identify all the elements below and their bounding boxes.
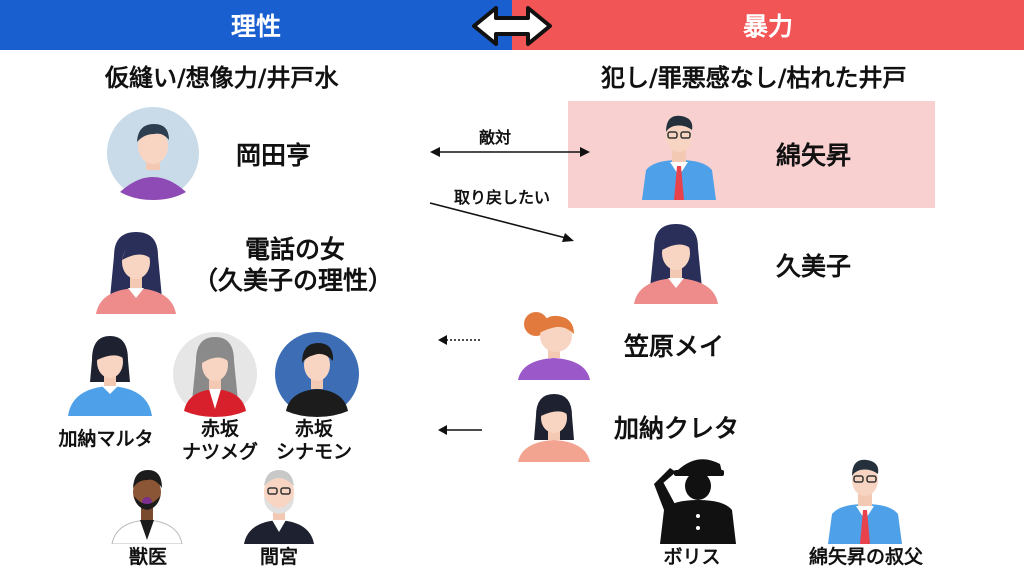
may-avatar: [516, 302, 592, 380]
want-back-arrow-icon: [428, 200, 578, 246]
header-right-bar: 暴力: [512, 0, 1024, 50]
hostile-label: 敵対: [479, 128, 512, 147]
mamiya-avatar: [240, 462, 318, 544]
mamiya-name: 間宮: [259, 546, 299, 568]
vet-name: 獣医: [128, 546, 168, 568]
natsumeg-name-line1: 赤坂: [200, 418, 240, 440]
okada-name: 岡田亨: [236, 141, 312, 170]
may-name: 笠原メイ: [624, 332, 725, 361]
boris-name: ボリス: [663, 546, 721, 568]
header-right-title: 暴力: [742, 12, 793, 41]
boris-avatar: [650, 450, 746, 544]
want-back-label: 取り戻したい: [454, 188, 551, 207]
right-subtitle: 犯し/罪悪感なし/枯れた井戸: [601, 64, 907, 92]
wataya-highlight: [568, 101, 935, 208]
okada-avatar: [106, 106, 200, 200]
kumiko-avatar: [630, 220, 722, 304]
cinnamon-avatar: [274, 331, 360, 417]
vet-avatar: [108, 464, 186, 544]
creta-arrow-icon: [436, 423, 484, 437]
cinnamon-name-line2: シナモン: [275, 441, 353, 463]
left-subtitle: 仮縫い/想像力/井戸水: [105, 64, 339, 92]
natsumeg-avatar: [172, 331, 258, 417]
header-left-title: 理性: [230, 12, 281, 41]
marta-avatar: [66, 330, 154, 416]
creta-name: 加納クレタ: [614, 414, 740, 443]
cinnamon-name-line1: 赤坂: [294, 418, 334, 440]
kumiko-name: 久美子: [776, 252, 852, 281]
hostile-arrow-icon: [428, 144, 592, 160]
wataya-avatar: [634, 104, 724, 200]
may-arrow-icon: [436, 333, 484, 347]
phone-woman-line2: （久美子の理性）: [193, 266, 394, 295]
double-arrow-icon: [470, 4, 554, 48]
phone-woman-avatar: [92, 228, 180, 314]
phone-woman-line1: 電話の女: [245, 235, 346, 264]
uncle-name: 綿矢昇の叔父: [808, 546, 924, 568]
header-left-bar: 理性: [0, 0, 512, 50]
uncle-avatar: [820, 450, 910, 544]
creta-avatar: [516, 388, 592, 462]
natsumeg-name-line2: ナツメグ: [181, 441, 259, 463]
wataya-name: 綿矢昇: [776, 141, 852, 170]
marta-name: 加納マルタ: [58, 428, 154, 450]
